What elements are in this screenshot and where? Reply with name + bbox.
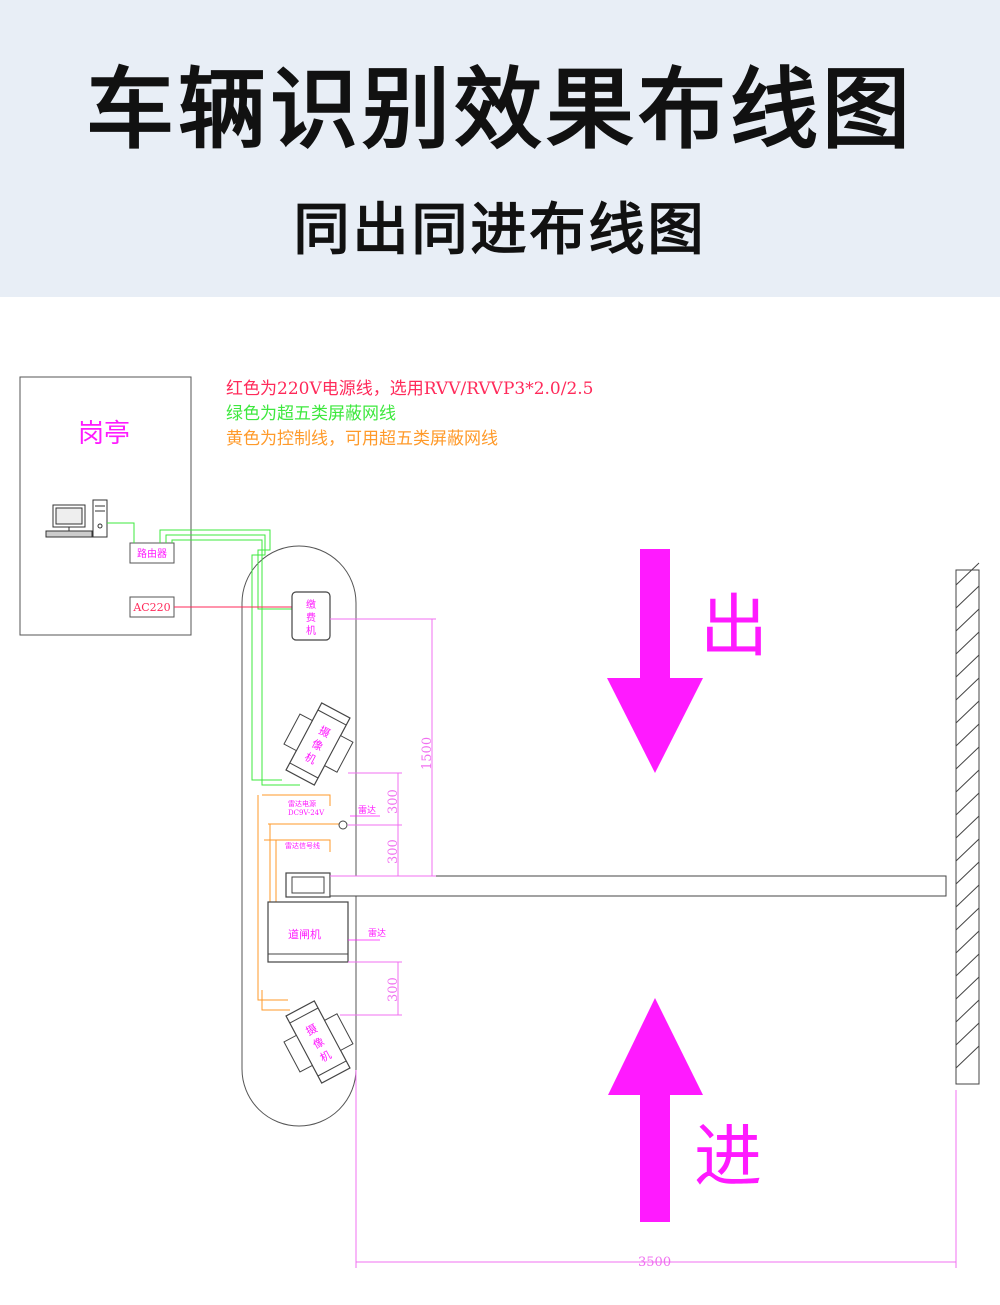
- hatch-line: [955, 654, 980, 678]
- enter-label: 进: [694, 1118, 762, 1197]
- hatch-line: [955, 1045, 980, 1069]
- radar-power-label: 雷达电源: [288, 799, 316, 808]
- header-banner: 车辆识别效果布线图 同出同进布线图: [0, 0, 1000, 297]
- hatch-line: [955, 792, 980, 816]
- control-cables: [257, 794, 340, 1011]
- hatch-line: [955, 562, 980, 586]
- camera-upper: 摄 像 机: [283, 702, 354, 786]
- legend-control-line: 黄色为控制线，可用超五类屏蔽网线: [226, 429, 498, 449]
- radar-lower-label: 雷达: [368, 927, 386, 939]
- dim-3500: 3500: [638, 1255, 671, 1270]
- page-title: 车辆识别效果布线图: [85, 58, 914, 161]
- hatch-line: [955, 953, 980, 977]
- power-label: AC220: [132, 601, 170, 614]
- hatch-line: [955, 608, 980, 632]
- computer-icon: [45, 499, 108, 538]
- radar-upper-label: 雷达: [358, 804, 376, 816]
- radar-voltage-label: DC9V-24V: [288, 809, 325, 817]
- barrier-gate-machine: 道闸机: [267, 901, 349, 963]
- radar-upper-sensor: [338, 820, 348, 830]
- router-label: 路由器: [137, 547, 167, 560]
- traffic-island: [241, 545, 357, 1127]
- legend-power-line: 红色为220V电源线，选用RVV/RVVP3*2.0/2.5: [226, 379, 594, 399]
- hatch-line: [955, 999, 980, 1023]
- hatch-line: [955, 930, 980, 954]
- dim-300-upper: 300: [386, 789, 401, 814]
- hatch-line: [955, 769, 980, 793]
- radar-signal-label: 雷达信号线: [285, 841, 320, 850]
- hatch-line: [955, 1022, 980, 1046]
- hatch-line: [955, 861, 980, 885]
- hatch-line: [955, 838, 980, 862]
- hatch-line: [955, 746, 980, 770]
- hatch-line: [955, 700, 980, 724]
- camera-lower: 摄 像 机: [283, 1000, 354, 1084]
- dim-1500: 1500: [420, 737, 435, 770]
- exit-label: 出: [700, 588, 768, 667]
- hatch-line: [955, 677, 980, 701]
- wall-hatch: [955, 562, 980, 1085]
- dim-300-middle: 300: [386, 839, 401, 864]
- page-subtitle: 同出同进布线图: [293, 198, 707, 263]
- camera-lower-char-2: 像: [311, 1035, 327, 1052]
- payment-char-3: 机: [306, 624, 316, 637]
- network-cables: [107, 522, 300, 786]
- dimension-lines: [330, 618, 957, 1268]
- barrier-gate-label: 道闸机: [288, 927, 321, 941]
- dim-300-lower: 300: [386, 977, 401, 1002]
- camera-upper-char-2: 像: [309, 737, 325, 754]
- entry-arrow: [608, 998, 703, 1222]
- hatch-line: [955, 884, 980, 908]
- payment-char-1: 缴: [306, 598, 316, 611]
- exit-arrow: [607, 549, 703, 773]
- hatch-line: [955, 907, 980, 931]
- payment-machine: 缴 费 机: [291, 591, 331, 641]
- guard-booth: 岗亭 路由器 AC220: [19, 376, 192, 636]
- barrier-arm: [285, 872, 947, 898]
- hatch-line: [955, 631, 980, 655]
- hatch-line: [955, 723, 980, 747]
- booth-label: 岗亭: [78, 419, 130, 449]
- hatch-line: [955, 585, 980, 609]
- router-box: [129, 542, 175, 564]
- hatch-line: [955, 815, 980, 839]
- payment-char-2: 费: [306, 611, 316, 624]
- legend-network-line: 绿色为超五类屏蔽网线: [226, 404, 396, 424]
- hatch-line: [955, 976, 980, 1000]
